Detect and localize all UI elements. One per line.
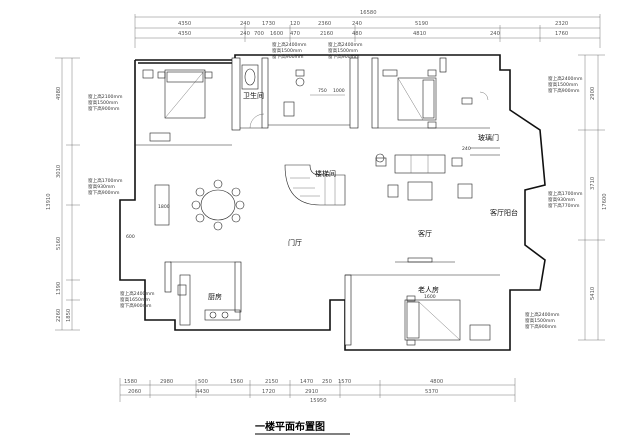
win6-line2: 窗高930mm [548, 196, 575, 203]
dim-left-6: 1850 [66, 309, 72, 322]
dim-bot-8: 1570 [338, 379, 351, 385]
win7-line3: 窗下高900mm [120, 302, 152, 309]
win1-line3: 窗下高900mm [88, 105, 120, 112]
dim-bot-1: 1580 [124, 379, 137, 385]
dining-area: 1800 [154, 179, 245, 231]
win2-line3: 窗下高900mm [272, 53, 304, 60]
win4-line1: 窗上高1700mm [88, 177, 123, 184]
win7-line2: 窗高1650mm [120, 296, 150, 303]
dim-top-r2-4: 1600 [270, 31, 283, 37]
dim-bot-4: 1560 [230, 379, 243, 385]
dim-left-4: 1390 [56, 282, 62, 295]
bath-dim-1000: 1000 [333, 88, 345, 94]
room-label-living: 客厅 [418, 229, 432, 238]
room-label-foyer: 门厅 [288, 238, 302, 247]
dim-top-r2-3: 700 [254, 31, 264, 37]
dim-bot-7: 250 [322, 379, 332, 385]
dim-bot-r2-2: 4430 [196, 389, 209, 395]
win8-line3: 窗下高900mm [525, 323, 557, 330]
win6-line1: 窗上高1700mm [548, 190, 583, 197]
win2-line2: 窗高1500mm [272, 47, 302, 54]
bathroom: 卫生间 750 1000 [241, 64, 345, 129]
dim-top-r2-5: 470 [290, 31, 300, 37]
win2-line1: 窗上高2400mm [272, 41, 307, 48]
dim-top-total: 16580 [360, 10, 377, 16]
win3-line3: 窗下高900mm [328, 53, 360, 60]
right-dimension-chain: 2900 3710 17600 5410 [578, 54, 608, 341]
counter-dim-600: 600 [126, 234, 135, 240]
stair-area: 楼梯间 玻璃门 240 [284, 133, 500, 206]
dim-left-5: 2260 [56, 309, 62, 322]
dim-top-2: 240 [240, 21, 250, 27]
dim-top-8: 2320 [555, 21, 568, 27]
win5-line1: 窗上高2400mm [548, 75, 583, 82]
dim-bot-total: 15950 [310, 398, 327, 404]
dim-top-1: 4350 [178, 21, 191, 27]
dim-right-1: 2900 [590, 87, 596, 100]
dim-right-2: 3710 [590, 177, 596, 190]
window-notes: 窗上高2100mm 窗高1500mm 窗下高900mm 窗上高2400mm 窗高… [88, 41, 583, 330]
dim-bot-5: 2150 [265, 379, 278, 385]
dim-top-6: 240 [352, 21, 362, 27]
dim-left-2: 3010 [56, 165, 62, 178]
dim-bot-r2-6: 5370 [425, 389, 438, 395]
dim-right-total: 17600 [602, 193, 608, 210]
dim-left-1: 4980 [56, 87, 62, 100]
dim-top-3: 1730 [262, 21, 275, 27]
kitchen: 厨房 600 [126, 234, 241, 326]
win5-line2: 窗高1500mm [548, 81, 578, 88]
dim-top-r2-1: 4350 [178, 31, 191, 37]
drawing-title: 一楼平面布置图 [255, 420, 325, 433]
dim-bot-r2-4: 2910 [305, 389, 318, 395]
win8-line2: 窗高1500mm [525, 317, 555, 324]
room-label-living-balcony: 客厅阳台 [490, 208, 518, 217]
dim-top-r2-2: 240 [240, 31, 250, 37]
win1-line2: 窗高1500mm [88, 99, 118, 106]
win4-line3: 窗下高900mm [88, 189, 120, 196]
bedroom-top-right [382, 69, 489, 129]
dim-top-r2-6: 2160 [320, 31, 333, 37]
win4-line2: 窗高930mm [88, 183, 115, 190]
win3-line1: 窗上高2400mm [328, 41, 363, 48]
win1-line1: 窗上高2100mm [88, 93, 123, 100]
dim-bot-r2-3: 1720 [262, 389, 275, 395]
room-label-kitchen: 厨房 [208, 292, 222, 301]
left-dimension-chain: 4980 3010 13910 5160 1390 2260 1850 [46, 57, 80, 331]
dim-bot-r2-1: 2060 [128, 389, 141, 395]
dim-top-r2-9: 240 [490, 31, 500, 37]
dim-left-total: 13910 [46, 193, 52, 210]
dim-top-r2-7: 480 [352, 31, 362, 37]
dim-top-r2-10: 1760 [555, 31, 568, 37]
bath-dim-750: 750 [318, 88, 327, 94]
dim-bot-3: 500 [198, 379, 208, 385]
room-label-elder: 老人房 [418, 285, 439, 294]
dim-top-4: 120 [290, 21, 300, 27]
dim-bot-9: 4800 [430, 379, 443, 385]
dim-bot-6: 1470 [300, 379, 313, 385]
room-label-stair: 楼梯间 [315, 169, 336, 178]
living-room: 门厅 客厅 客厅阳台 [288, 153, 518, 263]
top-dimension-chain: 16580 4350 240 1730 120 2360 240 5190 23… [134, 10, 601, 48]
win6-line3: 窗下高770mm [548, 202, 580, 209]
room-label-glass-door: 玻璃门 [478, 133, 499, 142]
bottom-dimension-chain: 1580 2980 500 1560 2150 1470 250 1570 48… [119, 378, 516, 404]
elder-dim-1600: 1600 [424, 294, 436, 300]
door-dim-240: 240 [462, 146, 471, 152]
win5-line3: 窗下高900mm [548, 87, 580, 94]
dim-left-3: 5160 [56, 237, 62, 250]
table-dim-1800: 1800 [158, 204, 170, 210]
dim-bot-2: 2980 [160, 379, 173, 385]
bedroom-top-left [142, 69, 213, 142]
dim-top-r2-8: 4810 [413, 31, 426, 37]
win7-line1: 窗上高2400mm [120, 290, 155, 297]
win3-line2: 窗高1500mm [328, 47, 358, 54]
dim-top-5: 2360 [318, 21, 331, 27]
win8-line1: 窗上高2400mm [525, 311, 560, 318]
dim-top-7: 5190 [415, 21, 428, 27]
room-label-bathroom: 卫生间 [243, 91, 264, 100]
dim-right-3: 5410 [590, 287, 596, 300]
elder-room: 老人房 1600 [404, 285, 491, 346]
exterior-walls [119, 54, 546, 351]
